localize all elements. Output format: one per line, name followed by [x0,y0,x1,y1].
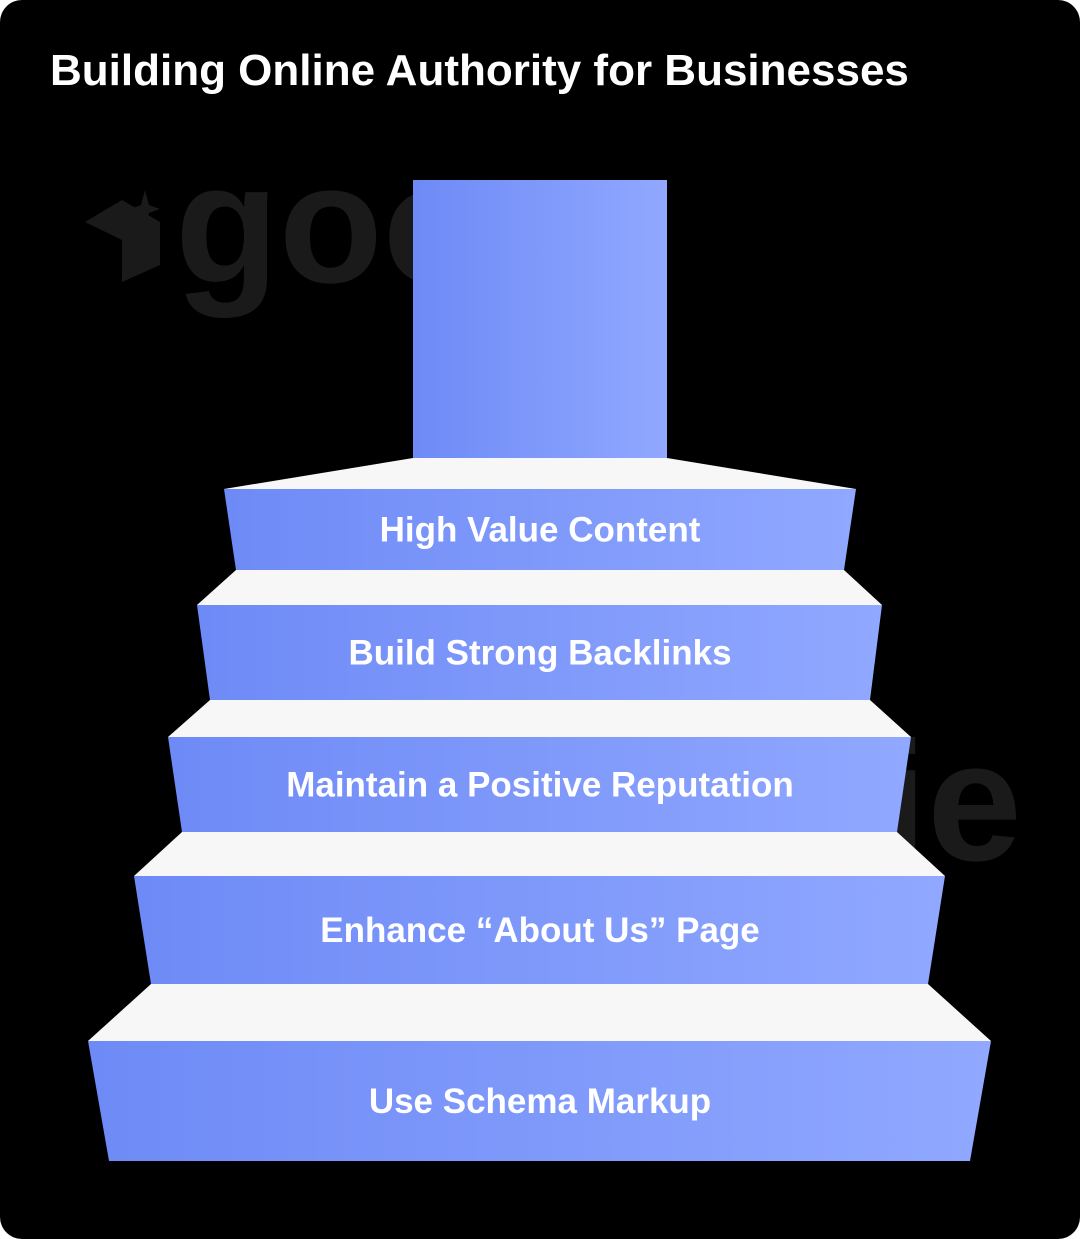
step-tread [134,832,945,876]
step-tread [224,458,856,489]
step-riser [197,605,882,700]
step-tread [168,700,911,737]
step-tread [197,570,882,605]
step-riser [88,1041,991,1161]
step-riser [224,489,856,570]
step-riser [134,876,945,984]
step-label: Use Schema Markup [369,1082,711,1121]
step-label: Maintain a Positive Reputation [286,766,794,805]
step-label: High Value Content [380,511,701,550]
step-tread [88,984,991,1041]
sparkle-icon [130,190,160,228]
page-title: Building Online Authority for Businesses [50,46,909,95]
watermark-mark-icon [85,200,160,282]
step-label: Build Strong Backlinks [348,634,731,673]
top-pillar [413,180,667,458]
step-label: Enhance “About Us” Page [320,911,760,950]
step-riser [168,737,911,832]
